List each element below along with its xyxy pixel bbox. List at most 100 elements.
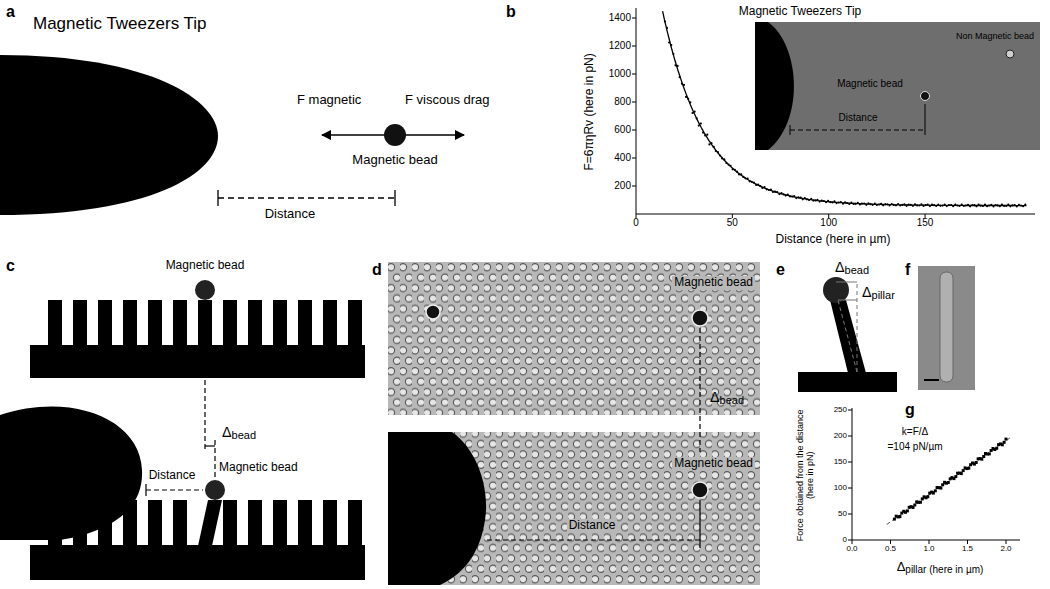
pillar-array	[198, 300, 212, 346]
plot-axes	[848, 514, 852, 515]
force-curve	[836, 202, 838, 204]
force-curve	[863, 202, 865, 204]
force-curve	[1007, 204, 1009, 206]
force-curve	[759, 185, 761, 187]
pillar-array	[348, 300, 362, 346]
pillar-micrograph	[940, 272, 953, 382]
force-curve	[855, 203, 857, 205]
force-curve	[706, 134, 708, 136]
axis-tick: 400	[614, 152, 631, 164]
force-curve	[727, 164, 729, 166]
force-curve	[1003, 205, 1005, 207]
pillar-array	[223, 300, 237, 346]
force-curve	[897, 203, 899, 205]
force-curve	[1011, 204, 1013, 206]
force-curve	[956, 204, 958, 206]
force-curve	[753, 181, 755, 183]
magnetic-bead	[195, 280, 215, 300]
plot-axes	[632, 130, 636, 131]
force-curve	[721, 157, 723, 159]
distance-label: Distance	[265, 207, 316, 222]
inset-image	[755, 22, 1040, 150]
plot-axes	[1006, 540, 1007, 544]
calibration-data	[960, 472, 963, 475]
force-curve	[946, 205, 948, 207]
force-curve	[893, 204, 895, 206]
force-curve	[713, 146, 715, 148]
force-curve	[819, 201, 821, 203]
force-curve	[804, 197, 806, 199]
force-curve	[691, 112, 693, 114]
plot-axes	[848, 410, 1006, 544]
force-curve	[929, 205, 931, 207]
force-curve	[958, 205, 960, 207]
distance-label: Distance	[567, 519, 618, 533]
force-curve	[812, 200, 814, 202]
force-curve	[685, 96, 687, 98]
force-curve	[780, 192, 782, 194]
force-curve	[861, 203, 863, 205]
force-curve	[766, 188, 768, 190]
distance-marker	[218, 197, 395, 198]
pillar-array	[198, 500, 222, 546]
calibration-data	[934, 489, 937, 492]
pillar-array	[273, 500, 287, 546]
force-curve	[702, 132, 704, 134]
force-curve	[694, 111, 696, 113]
pillar-array	[148, 500, 162, 546]
plot-axes	[632, 158, 636, 159]
force-curve	[988, 204, 990, 206]
axis-tick: 100	[820, 217, 837, 229]
plot-axes	[890, 540, 891, 544]
displacement-label: Δbead	[835, 259, 869, 277]
force-curve	[719, 154, 721, 156]
bead-label: Magnetic bead	[166, 259, 245, 273]
bead-label: Magnetic bead	[672, 457, 755, 471]
panel-letter: b	[506, 3, 516, 21]
force-curve	[768, 189, 770, 191]
force-curve	[867, 202, 869, 204]
calibration-data	[1003, 441, 1006, 444]
force-curve	[823, 200, 825, 202]
force-curve	[865, 204, 867, 206]
force-curve	[880, 203, 882, 205]
force-curve	[963, 205, 965, 207]
force-curve	[916, 204, 918, 206]
calibration-data	[982, 455, 985, 458]
tweezers-tip	[0, 407, 142, 540]
force-curve	[914, 203, 916, 205]
force-curve	[971, 204, 973, 206]
force-curve	[1024, 204, 1026, 206]
displacement-marker	[487, 328, 700, 548]
pillar-array	[73, 300, 87, 346]
displacement-marker	[487, 539, 700, 540]
inset-label: Non Magnetic bead	[954, 31, 1036, 41]
tip-label: Magnetic Tweezers Tip	[33, 14, 207, 34]
plot-axes	[632, 18, 636, 19]
force-curve	[772, 191, 774, 193]
force-label: F magnetic	[297, 93, 361, 108]
axis-title: Distance (here in µm)	[776, 233, 891, 247]
force-curve	[842, 203, 844, 205]
plot-axes	[632, 74, 636, 75]
force-label: F viscous drag	[405, 93, 490, 108]
pillar-array	[248, 300, 262, 346]
plot-axes	[848, 540, 852, 541]
calibration-data	[995, 447, 998, 450]
inset-image	[790, 130, 925, 131]
displacement-label: Δpillar	[862, 284, 895, 302]
force-curve	[757, 184, 759, 186]
displacement-marker	[145, 484, 146, 496]
force-curve	[1020, 204, 1022, 206]
force-curve	[761, 187, 763, 189]
bead-label: Magnetic bead	[672, 276, 755, 290]
force-curve	[850, 201, 852, 203]
force-curve	[935, 205, 937, 207]
force-curve	[918, 204, 920, 206]
displacement-marker	[146, 489, 203, 490]
force-curve	[800, 197, 802, 199]
calibration-data	[967, 467, 970, 470]
force-curve	[982, 205, 984, 207]
force-curve	[689, 101, 691, 103]
inset-image	[790, 104, 925, 135]
